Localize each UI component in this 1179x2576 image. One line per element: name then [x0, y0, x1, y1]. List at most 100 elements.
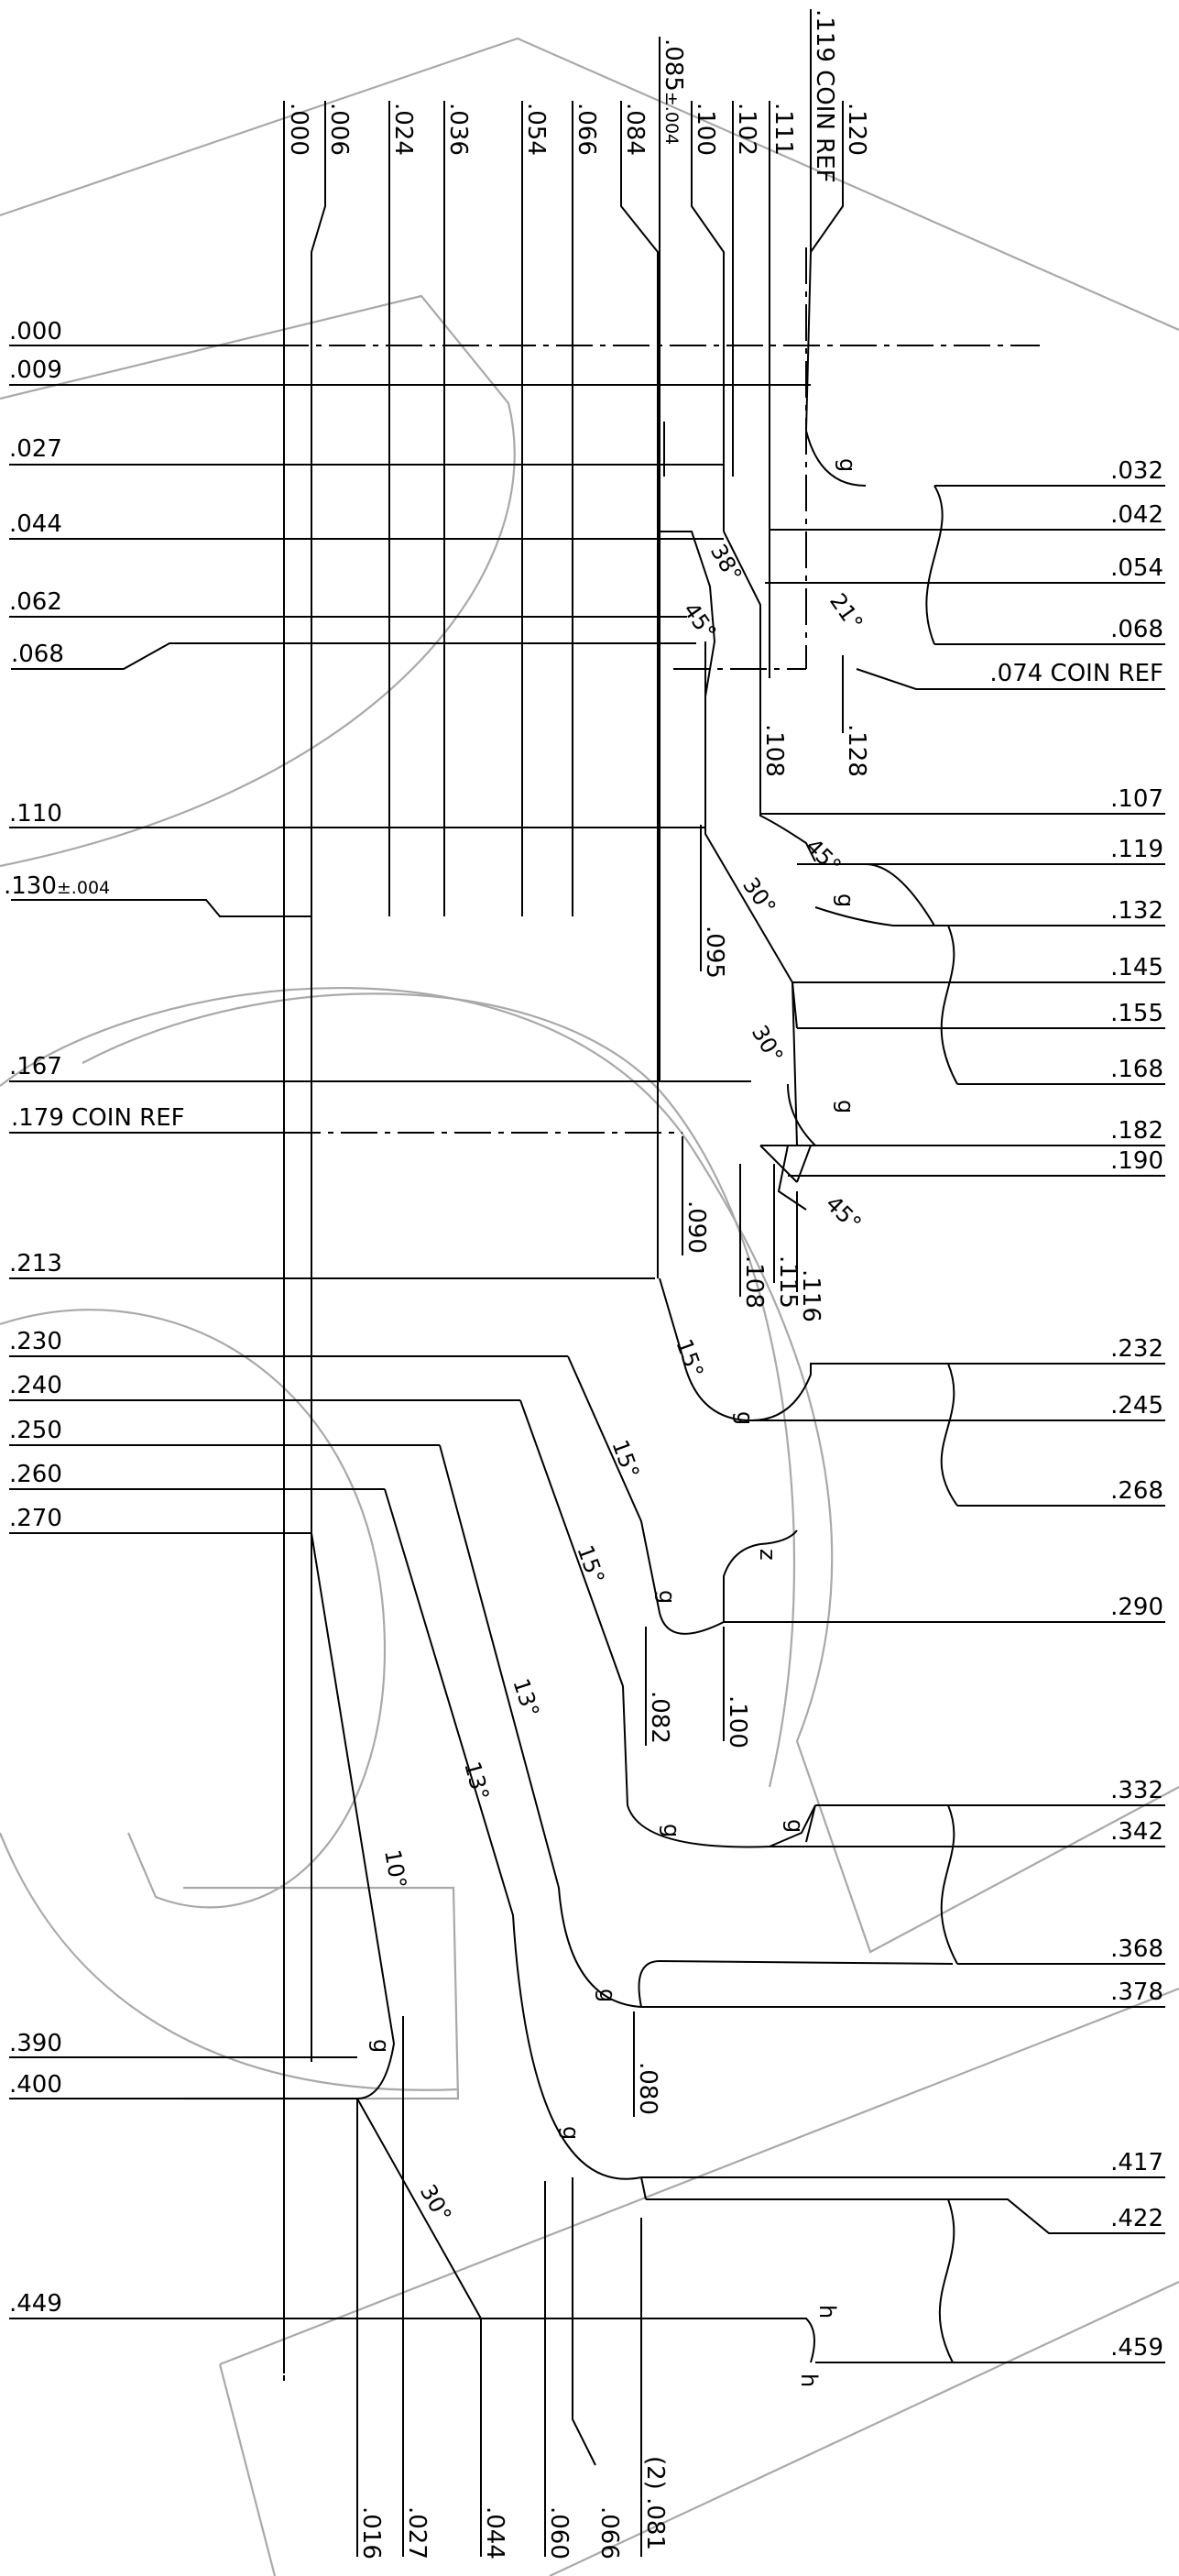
top-dim-value: .085	[660, 38, 687, 92]
left-dim-label: .044	[9, 510, 62, 538]
angle-label: 45°	[801, 833, 846, 879]
right-dim-label: .132	[1110, 897, 1163, 925]
angle-label: 45°	[821, 1190, 867, 1236]
top-dim-label: .006	[325, 103, 353, 156]
right-dim-label: .245	[1110, 1392, 1163, 1420]
right-dim-label: .074 COIN REF	[989, 660, 1163, 687]
top-dim-label: .084	[621, 103, 649, 156]
right-dim-label: .107	[1110, 785, 1163, 813]
right-dim-label: .155	[1110, 1000, 1163, 1027]
inner-dim-label: .080	[634, 2062, 661, 2115]
right-dim-label: .368	[1110, 1935, 1163, 1963]
top-dim-label: .111	[770, 103, 797, 156]
left-dim-label: .270	[9, 1505, 62, 1532]
left-dim-label: .400	[9, 2071, 62, 2099]
angle-label: 13°	[459, 1759, 494, 1803]
radius-mark: g	[833, 893, 858, 907]
left-dim-label: .167	[9, 1053, 62, 1080]
right-dim-label: .342	[1110, 1818, 1163, 1846]
top-dim-label: .100	[692, 103, 719, 156]
radius-mark: h	[796, 2373, 822, 2387]
radius-mark: g	[833, 1100, 858, 1113]
left-dim-label: .000	[9, 318, 62, 345]
right-dim-label: .459	[1110, 2334, 1163, 2362]
top-dim-label: .119 COIN REF	[811, 9, 838, 183]
top-dim-tolerance: ±.004	[661, 92, 682, 145]
inner-dim-label: .108	[760, 724, 788, 777]
radius-mark: g	[368, 2039, 394, 2053]
top-dim-label: .054	[522, 103, 550, 156]
bottom-dim-label: .027	[403, 2506, 431, 2560]
top-dim-label: .024	[389, 103, 417, 156]
left-dim-label: .230	[9, 1328, 62, 1355]
radius-mark: g	[558, 2126, 584, 2140]
coin-outline	[0, 37, 1179, 2576]
angle-label: 21°	[824, 588, 868, 635]
left-dim-label: .027	[9, 435, 62, 463]
right-dim-label: .378	[1110, 1979, 1163, 2006]
angle-label: 13°	[508, 1675, 544, 1720]
right-dim-label: .168	[1110, 1056, 1163, 1083]
left-extension-lines	[9, 345, 811, 2319]
top-dim-label: .000	[285, 103, 312, 156]
left-dim-label: .179 COIN REF	[11, 1104, 185, 1132]
angle-labels: 38° 45° 21° 45° 30° 30° 45° 15° 15° 15° …	[379, 540, 868, 2227]
right-dim-label: .232	[1110, 1335, 1163, 1363]
top-dim-label: .102	[733, 103, 760, 156]
angle-label: 30°	[415, 2180, 457, 2227]
right-dims: .032 .042 .054 .068 .074 COIN REF .107 .…	[989, 457, 1163, 2362]
top-dim-label: .036	[444, 103, 472, 156]
right-dim-label: .145	[1110, 954, 1163, 981]
right-dim-label: .119	[1110, 836, 1163, 863]
left-dim-value: .130	[4, 872, 57, 900]
radius-mark: g	[659, 1824, 684, 1837]
radius-marks: g g g g z g g g g g g h h	[368, 458, 860, 2387]
top-dim-label: .066	[573, 103, 600, 156]
left-dim-label: .130±.004	[4, 872, 110, 900]
left-dim-label: .068	[11, 641, 64, 668]
right-dim-label: .182	[1110, 1117, 1163, 1145]
inner-dim-label: .128	[843, 724, 870, 777]
right-dim-label: .032	[1110, 457, 1163, 485]
left-dim-label: .009	[9, 356, 62, 384]
inner-dim-label: .116	[797, 1269, 824, 1322]
right-dim-label: .417	[1110, 2149, 1163, 2176]
right-dim-label: .068	[1110, 616, 1163, 643]
left-dim-label: .240	[9, 1372, 62, 1399]
left-dim-label: .260	[9, 1461, 62, 1488]
inner-dim-label: .095	[701, 926, 728, 979]
left-dim-label: .110	[9, 800, 62, 828]
profile-lines	[283, 9, 954, 2557]
right-dim-label: .042	[1110, 501, 1163, 529]
top-dims: .000 .006 .024 .036 .054 .066 .084 .085±…	[285, 9, 870, 183]
angle-label: 30°	[737, 872, 781, 919]
bottom-dim-label: .016	[357, 2506, 385, 2560]
radius-mark: g	[782, 1819, 808, 1833]
radius-mark: g	[595, 1989, 620, 2002]
right-dim-label: .268	[1110, 1477, 1163, 1505]
right-extension-lines	[641, 485, 1165, 2363]
right-dim-label: .054	[1110, 554, 1163, 582]
right-dim-label: .290	[1110, 1594, 1163, 1621]
bottom-dim-label: .066	[595, 2506, 623, 2560]
right-dim-label: .422	[1110, 2205, 1163, 2232]
angle-label: 30°	[747, 1021, 789, 1068]
bottom-dim-label: .060	[545, 2506, 573, 2560]
left-dim-tolerance: ±.004	[57, 878, 110, 898]
left-dim-label: .449	[9, 2290, 62, 2318]
angle-label: 15°	[572, 1541, 609, 1587]
inner-dim-label: .115	[774, 1255, 802, 1309]
angle-label: 38°	[705, 540, 748, 586]
left-dim-label: .062	[9, 588, 62, 616]
inner-dim-label: .108	[740, 1255, 768, 1309]
radius-mark: g	[835, 458, 860, 472]
radius-mark: g	[654, 1590, 680, 1604]
center-lines	[215, 229, 1040, 2383]
bottom-dim-label: (2) .081	[641, 2456, 669, 2550]
right-dim-label: .190	[1110, 1147, 1163, 1175]
left-dim-label: .213	[9, 1250, 62, 1277]
radius-mark: h	[814, 2305, 840, 2318]
top-dim-label: .085±.004	[660, 38, 687, 145]
radius-mark: g	[732, 1411, 758, 1425]
